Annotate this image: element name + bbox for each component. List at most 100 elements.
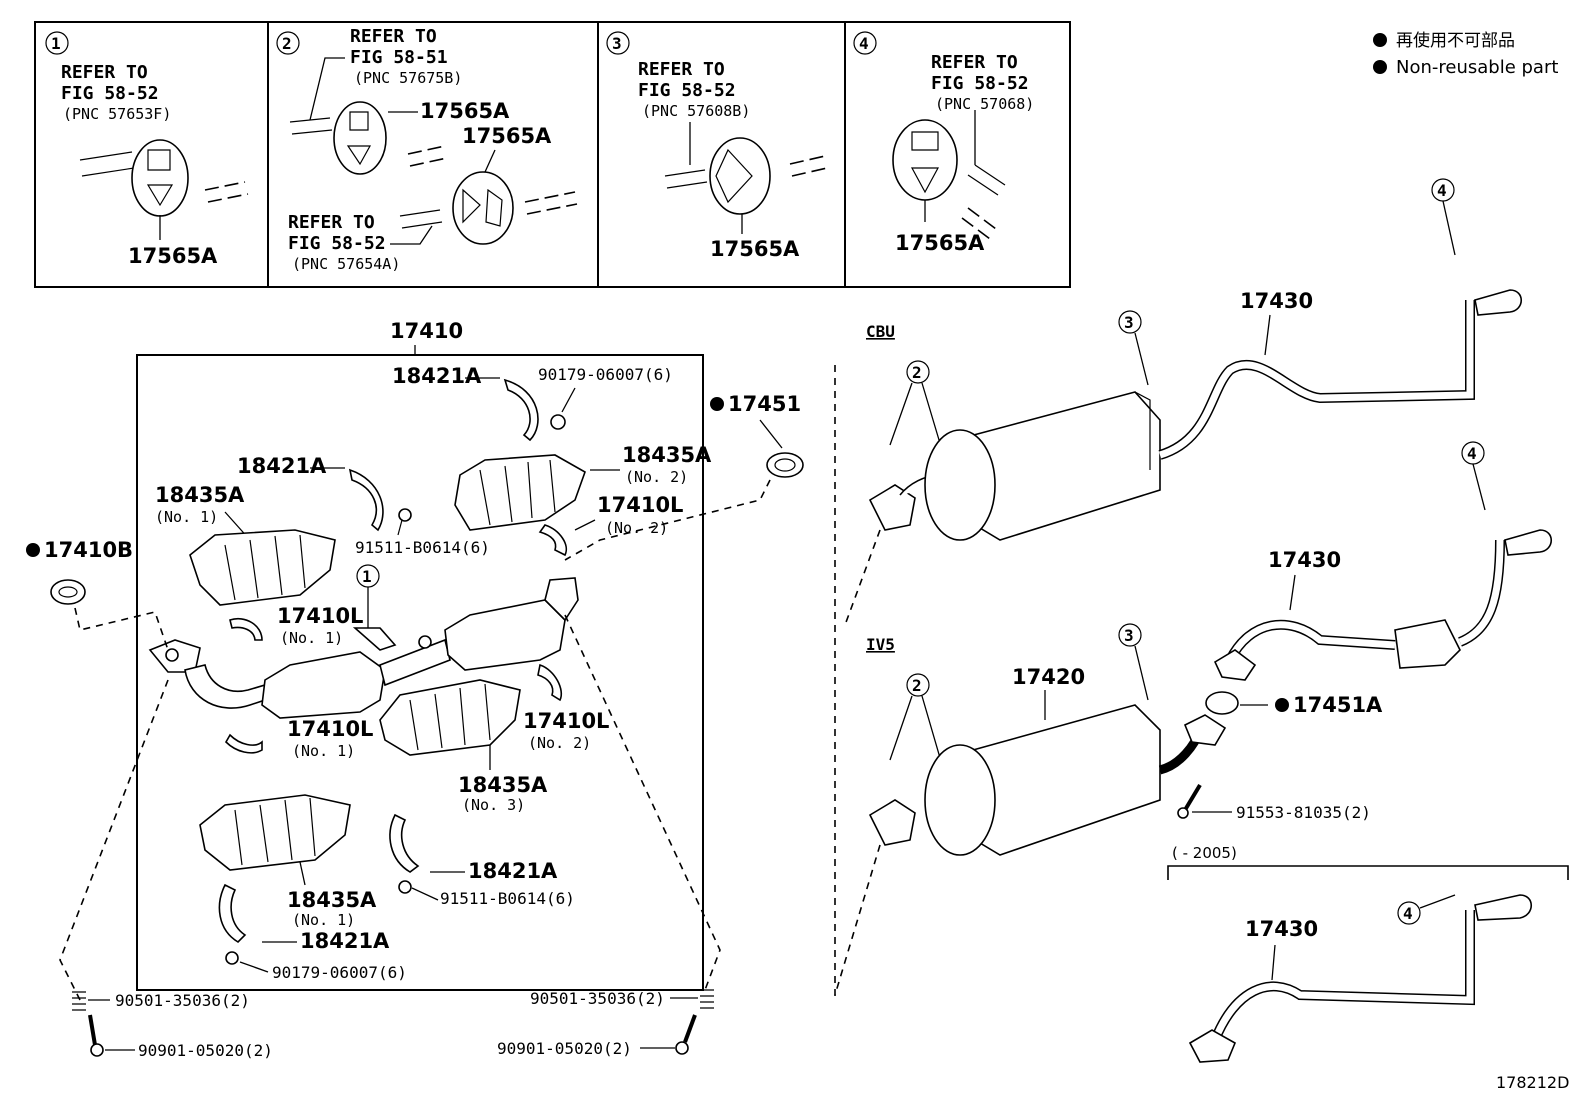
callout-2b: 2: [912, 676, 922, 695]
label-17420: 17420: [1012, 665, 1085, 689]
bottom-fasteners: 90501-35036(2) 90901-05020(2) 90501-3503…: [59, 614, 721, 1060]
clamp-18421A-b: [348, 468, 384, 532]
flange-left-hole: [165, 648, 179, 662]
inset-2-pipe-a-right: [407, 145, 448, 167]
iv5-muffler-group: IV5 2 17420 3 17451A 91553-81035(2) 1743…: [834, 441, 1553, 996]
label-17430-b: 17430: [1268, 548, 1341, 572]
inset-4: 4 REFER TO FIG 58-52 (PNC 57068) 17565A: [853, 31, 1034, 255]
label-18435A-no2: 18435A: [622, 443, 712, 467]
leader-callout-3a: [1134, 332, 1149, 386]
range-bracket: [1167, 865, 1569, 880]
callout-2a-circle: [906, 360, 930, 384]
inset-3-part: 17565A: [710, 237, 800, 261]
leader-callout-4a: [1442, 200, 1456, 256]
inset-4-pipe-lower: [961, 207, 1001, 243]
inset-2-pnc2: (PNC 57654A): [292, 255, 400, 273]
label-90179-a: 90179-06007(6): [538, 365, 673, 384]
bolt-90901-right: [683, 1014, 697, 1043]
callout-4c: 4: [1403, 904, 1413, 923]
callout-2b-circle: [906, 673, 930, 697]
dash-17410B: [74, 607, 169, 651]
label-17451: 17451: [728, 392, 801, 416]
heat-shield-no2-ribs: [479, 459, 556, 526]
label-90901-right: 90901-05020(2): [497, 1039, 632, 1058]
label-17410B: 17410B: [44, 538, 133, 562]
muffler-iv5-end: [924, 744, 996, 856]
label-91511-a: 91511-B0614(6): [355, 538, 490, 557]
label-91553: 91553-81035(2): [1236, 803, 1371, 822]
label-no1-c: (No. 1): [292, 742, 355, 760]
legend: 再使用不可部品 Non-reusable part: [1373, 30, 1558, 78]
catalyst-left: [261, 651, 386, 719]
assembly-label-17410: 17410: [390, 319, 463, 343]
bolt-91511-b: [398, 880, 412, 894]
inset-3: 3 REFER TO FIG 58-52 (PNC 57608B) 17565A: [606, 31, 828, 261]
gasket-17451: [766, 452, 804, 478]
sub-muffler-iv5: [1394, 619, 1461, 669]
inset-1-pipe: [79, 151, 135, 177]
inset-2-leader-bottom: [390, 225, 433, 245]
inset-3-pipe-right: [789, 155, 828, 177]
inset-2-pipe-a: [289, 117, 333, 135]
gasket-17410L-no2-top: [538, 524, 567, 557]
leader-17430-b: [1289, 574, 1296, 611]
inset-frame: [34, 21, 1071, 288]
label-17410L-no1-a: 17410L: [277, 604, 363, 628]
gasket-17451-inner: [774, 458, 796, 472]
leader-18435A-no1-b: [299, 861, 306, 886]
clamp-18421A-a: [503, 378, 539, 442]
heat-shield-18435A-no2: [454, 454, 586, 531]
callout-4a: 4: [1437, 181, 1447, 200]
gasket-17410B-inner: [58, 586, 78, 598]
callout-3b: 3: [1124, 626, 1134, 645]
label-18421A-d: 18421A: [300, 929, 390, 953]
inset-panels: 1 REFER TO FIG 58-52 (PNC 57653F) 17565A…: [34, 21, 1071, 288]
inset-3-hanger-holes: [715, 148, 753, 204]
callout-4c-circle: [1397, 901, 1421, 925]
tailpipe-iv5-tip: [1504, 529, 1553, 556]
inset-1-fig: FIG 58-52: [61, 83, 159, 104]
label-18435A-no1: 18435A: [155, 483, 245, 507]
bolt-90901-left: [88, 1014, 97, 1046]
inset-2-fig: FIG 58-51: [350, 47, 448, 68]
dash-iv5: [834, 844, 881, 996]
tailpipe-cbu-inner: [1158, 300, 1474, 459]
inset-3-pnc: (PNC 57608B): [642, 102, 750, 120]
tailpipe-cbu: [1158, 300, 1475, 460]
flange-right: [544, 577, 579, 622]
assembly-frame: [136, 354, 704, 991]
clamp-18421A-c: [389, 813, 420, 873]
inset-4-fig: FIG 58-52: [931, 73, 1029, 94]
bolt-90901-left-head: [90, 1043, 104, 1057]
label-iv5: IV5: [866, 635, 895, 654]
label-no3: (No. 3): [462, 796, 525, 814]
leader-17451: [759, 419, 783, 449]
heat-shield-18435A-no1: [189, 529, 336, 606]
label-no1-d: (No. 1): [292, 911, 355, 929]
cbu-flange: [868, 484, 916, 531]
legend-dot-2: [1373, 60, 1387, 74]
catalyst-assembly: 17410 18421A 90179-06007(6) 18435A (No. …: [136, 319, 712, 991]
heat-shield-18435A-no3: [379, 679, 521, 756]
label-17410L-no2-top: 17410L: [597, 493, 683, 517]
gasket-17410L-no1-a: [229, 618, 263, 641]
muffler-cbu-seam: [1134, 391, 1151, 470]
inset-2-pipe-b-right: [524, 191, 578, 215]
inset-4-hanger-holes: [910, 131, 940, 194]
leader-17410L-no2-top: [574, 519, 596, 531]
label-no2-c: (No. 2): [528, 734, 591, 752]
label-range: ( - 2005): [1172, 844, 1237, 862]
inset-1-number-circle: [45, 31, 69, 55]
gasket-17410L-no1-b: [225, 733, 263, 754]
bolt-91553-head: [1177, 807, 1189, 819]
inset-3-fig: FIG 58-52: [638, 80, 736, 101]
label-no1-b: (No. 1): [280, 629, 343, 647]
inset-2-hanger-b-holes: [462, 188, 503, 227]
leader-90179-b: [239, 961, 269, 973]
label-17430-c: 17430: [1245, 917, 1318, 941]
bolt-90901-right-head: [675, 1041, 689, 1055]
legend-text-jp: 再使用不可部品: [1396, 30, 1515, 51]
label-17410L-no2-b: 17410L: [523, 709, 609, 733]
leader-90179-a: [561, 387, 576, 413]
gasket-17410B: [50, 579, 86, 605]
